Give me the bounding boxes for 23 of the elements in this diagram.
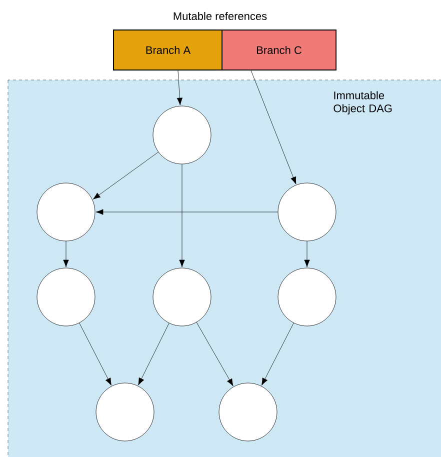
region-label: Immutable Object DAG xyxy=(334,91,392,114)
branch-box: Branch C xyxy=(222,30,336,70)
arrow xyxy=(92,152,159,200)
arrow xyxy=(176,70,183,106)
arrow xyxy=(262,322,294,386)
arrow xyxy=(196,322,234,386)
circle-node xyxy=(278,182,336,242)
arrow xyxy=(79,322,112,386)
heading: Mutable references xyxy=(174,12,267,20)
circle-node xyxy=(36,268,96,326)
arrow xyxy=(179,164,185,268)
circle-node xyxy=(218,382,278,442)
circle-node xyxy=(152,106,212,164)
arrow xyxy=(304,241,310,268)
arrow xyxy=(250,70,296,184)
circle-node xyxy=(96,382,154,442)
arrow xyxy=(63,241,69,268)
circle-node xyxy=(36,182,96,242)
circle-node xyxy=(278,268,336,326)
arrow xyxy=(96,209,278,215)
circle-node xyxy=(152,268,212,326)
arrow xyxy=(138,322,170,386)
branch-box: Branch A xyxy=(113,30,223,70)
